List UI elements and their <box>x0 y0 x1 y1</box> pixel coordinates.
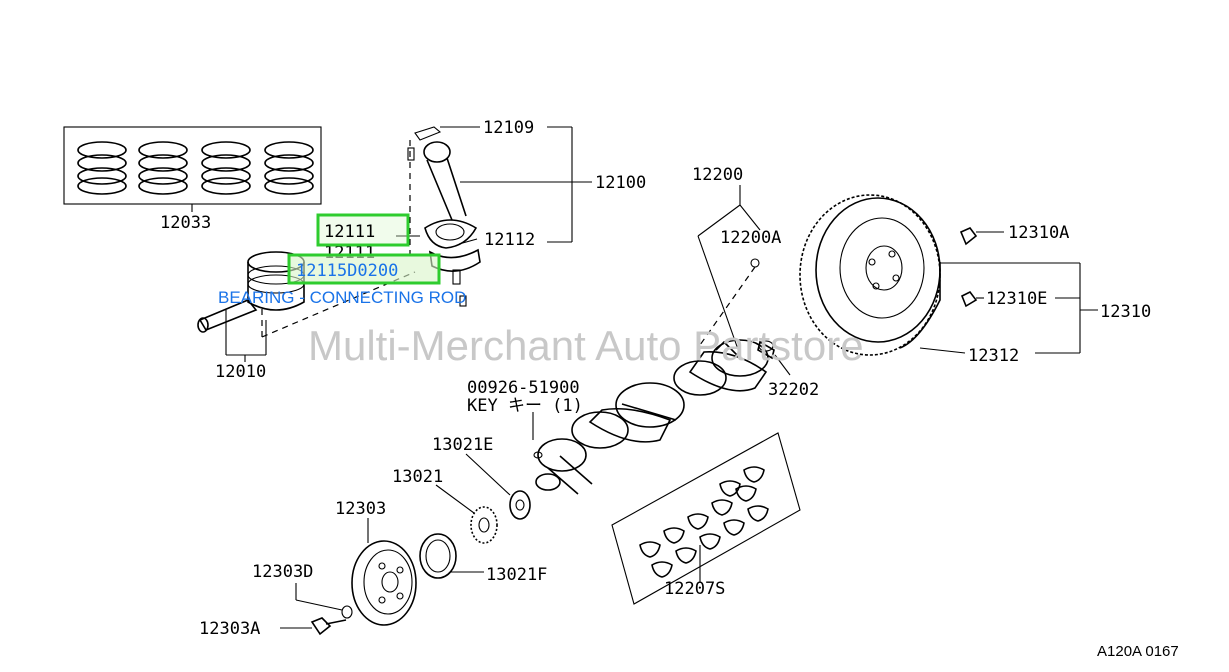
label-12303D: 12303D <box>252 562 313 582</box>
label-32202: 32202 <box>768 380 819 400</box>
label-12310E: 12310E <box>986 289 1047 309</box>
label-12303A: 12303A <box>199 619 260 639</box>
label-12310: 12310 <box>1100 302 1151 322</box>
label-13021E: 13021E <box>432 435 493 455</box>
label-12100: 12100 <box>595 173 646 193</box>
front-gear-parts <box>280 453 531 636</box>
diagram-reference: A120A 0167 <box>1097 643 1179 660</box>
label-12200: 12200 <box>692 165 743 185</box>
label-12207S: 12207S <box>664 579 725 599</box>
label-12312: 12312 <box>968 346 1019 366</box>
hotspot-12115D0200-label[interactable]: 12115D0200 <box>296 261 398 281</box>
connecting-rod <box>396 126 592 307</box>
label-key-number: 00926-51900 <box>467 378 580 398</box>
label-12010: 12010 <box>215 362 266 382</box>
hotspot-12111[interactable]: 12111 <box>316 213 410 247</box>
flywheel <box>799 194 1098 356</box>
label-12200A: 12200A <box>720 228 781 248</box>
main-bearing-set <box>611 432 801 605</box>
label-12109: 12109 <box>483 118 534 138</box>
piston-ring-set <box>63 126 322 212</box>
label-12033: 12033 <box>160 213 211 233</box>
label-13021: 13021 <box>392 467 443 487</box>
label-key-name: KEY キー (1) <box>467 396 583 416</box>
label-12303: 12303 <box>335 499 386 519</box>
crankshaft <box>532 185 791 495</box>
label-12112: 12112 <box>484 230 535 250</box>
hotspot-12115D0200[interactable]: 12115D0200 <box>287 253 441 285</box>
label-12310A: 12310A <box>1008 223 1069 243</box>
hotspot-12111-label[interactable]: 12111 <box>324 222 375 242</box>
watermark: Multi-Merchant Auto Partstore <box>308 322 864 369</box>
piston-assembly <box>197 251 416 362</box>
hotspot-tooltip: BEARING - CONNECTING ROD <box>218 288 466 307</box>
label-13021F: 13021F <box>486 565 547 585</box>
